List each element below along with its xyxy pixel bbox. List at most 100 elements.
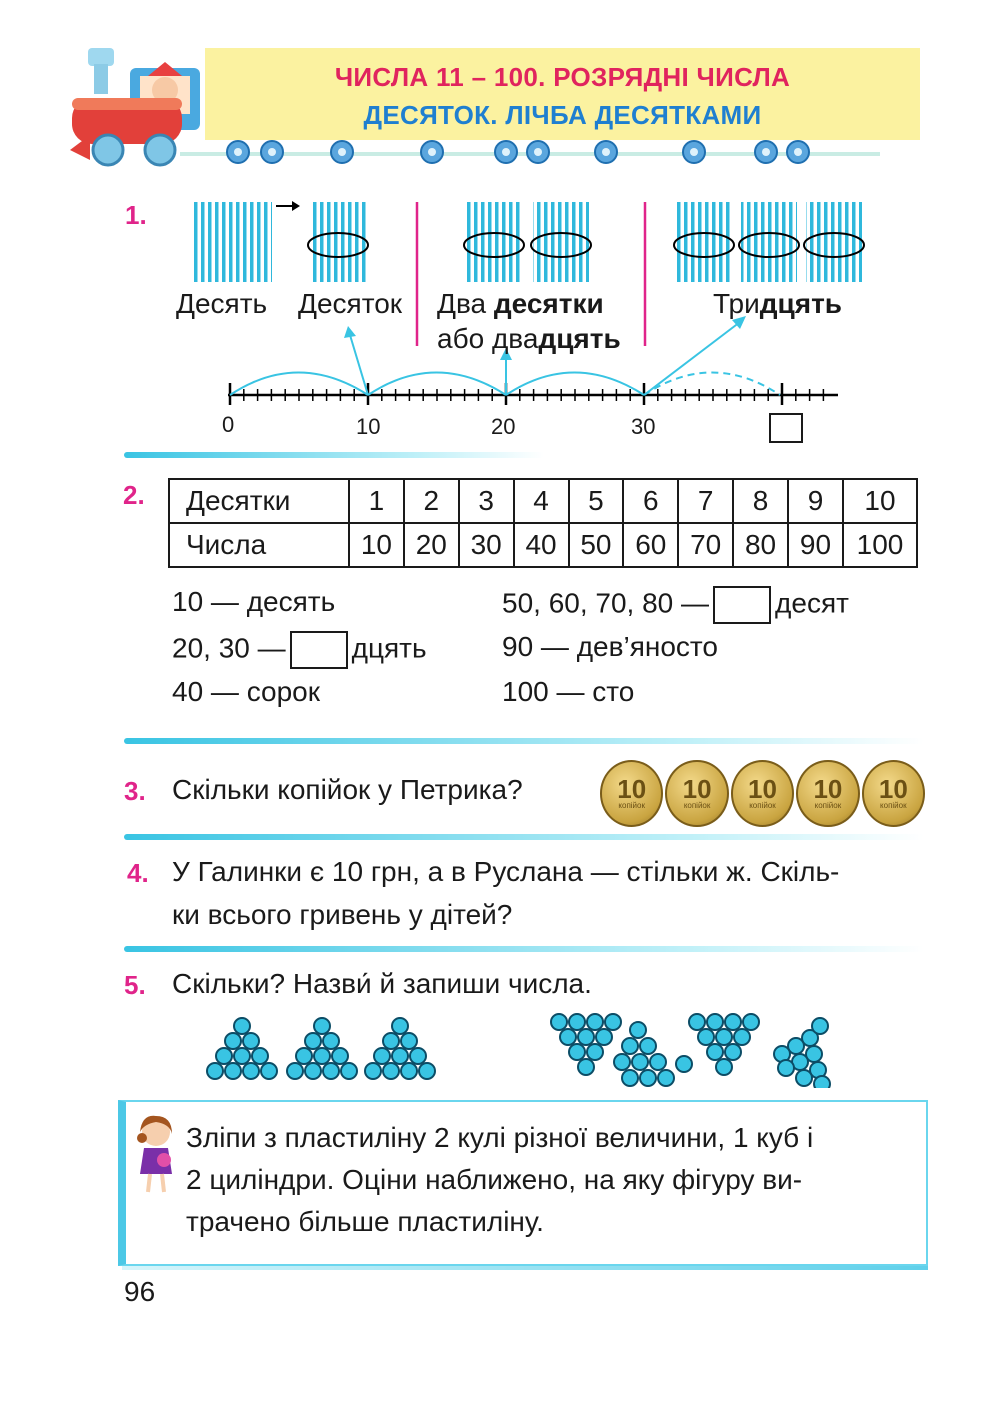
dot: [418, 1062, 436, 1080]
page-subtitle: ДЕСЯТОК. ЛІЧБА ДЕСЯТКАМИ: [363, 100, 762, 130]
dot: [629, 1021, 647, 1039]
coin-value: 10: [878, 774, 908, 804]
dot: [224, 1062, 242, 1080]
dot: [604, 1013, 622, 1031]
table-cell: 60: [622, 522, 680, 568]
table-row: Числа 10 20 30 40 50 60 70 80 90 100: [168, 522, 918, 568]
dot: [382, 1062, 400, 1080]
dot: [586, 1013, 604, 1031]
table-cell: 5: [567, 478, 625, 524]
divider: [124, 738, 924, 744]
line-fifty-eighty: 50, 60, 70, 80 —десят: [502, 586, 849, 624]
dot: [233, 1017, 251, 1035]
coin-10-kopiyok: 10 копійок: [665, 760, 729, 827]
exercise-4-line2: ки всього гривень у дітей?: [172, 899, 513, 930]
coin-10-kopiyok: 10 копійок: [600, 760, 664, 827]
page-title: ЧИСЛА 11 – 100. РОЗРЯДНІ ЧИСЛА: [334, 62, 791, 92]
table-cell: 80: [732, 522, 789, 568]
coin-value: 10: [682, 774, 712, 804]
dot: [568, 1013, 586, 1031]
divider: [124, 452, 544, 458]
table-cell: 50: [567, 522, 625, 568]
dot: [688, 1013, 706, 1031]
label-three-a: Три: [713, 288, 760, 319]
table-cell: 40: [512, 522, 570, 568]
dot: [621, 1037, 639, 1055]
dot: [795, 1069, 813, 1087]
table-cell: 30: [457, 522, 515, 568]
coin-10-kopiyok: 10 копійок: [861, 760, 926, 827]
task-box: [118, 1100, 928, 1266]
tens-table: Десятки 1 2 3 4 5 6 7 8 9 10 Числа 10 20…: [168, 478, 918, 568]
task-line1: Зліпи з пластиліну 2 кулі різної величин…: [186, 1122, 814, 1153]
dot: [724, 1013, 742, 1031]
exercise-4-number: 4.: [127, 858, 149, 888]
dot: [233, 1047, 251, 1065]
dot: [813, 1075, 831, 1088]
dot: [400, 1062, 418, 1080]
dot: [706, 1013, 724, 1031]
line-ninety: 90 — дев’яносто: [502, 631, 718, 662]
dot: [649, 1053, 667, 1071]
dot: [639, 1037, 657, 1055]
dot: [373, 1047, 391, 1065]
label-three-b: дцять: [759, 288, 842, 319]
line-twenty-thirty: 20, 30 —дцять: [172, 631, 427, 669]
exercise-5-number: 5.: [124, 970, 146, 1000]
dot: [409, 1047, 427, 1065]
label-two-c: або два: [437, 323, 539, 354]
coin-unit: копійок: [880, 801, 907, 810]
coin-unit: копійок: [814, 801, 842, 810]
dot: [322, 1032, 340, 1050]
label-two-b: десятки: [493, 288, 604, 319]
answer-box-number-line[interactable]: [769, 413, 803, 443]
dot: [340, 1062, 358, 1080]
dot: [224, 1032, 242, 1050]
dot: [550, 1013, 568, 1031]
line-forty: 40 — сорок: [172, 676, 320, 707]
dot: [242, 1032, 260, 1050]
dot: [364, 1062, 382, 1080]
divider: [124, 946, 924, 952]
table-cell: 10: [348, 522, 405, 568]
dot: [577, 1028, 595, 1046]
dot: [331, 1047, 349, 1065]
exercise-5-text: Скільки? Назви́ й запиши числа.: [172, 968, 592, 999]
dot: [313, 1047, 331, 1065]
tick-10: 10: [356, 414, 381, 439]
train-illustration: [70, 48, 880, 167]
dot: [568, 1043, 586, 1061]
tick-20: 20: [491, 414, 516, 439]
line-twenty-a: 20, 30 —: [172, 632, 286, 664]
row-header-tens: Десятки: [168, 478, 350, 524]
dot: [382, 1032, 400, 1050]
dot: [260, 1062, 278, 1080]
dot: [322, 1062, 340, 1080]
dot: [304, 1032, 322, 1050]
label-thirty: Тридцять: [713, 288, 842, 320]
coin-unit: копійок: [683, 801, 711, 810]
table-cell: 9: [787, 478, 844, 524]
table-cell: 90: [787, 522, 844, 568]
dot: [391, 1017, 409, 1035]
coin-unit: копійок: [618, 801, 645, 810]
label-twenty: або двадцять: [437, 323, 621, 355]
dot: [595, 1028, 613, 1046]
exercise-4-line1: У Галинки є 10 грн, а в Руслана — стільк…: [172, 856, 840, 887]
dot: [251, 1047, 269, 1065]
dot: [586, 1043, 604, 1061]
line-hundred: 100 — сто: [502, 676, 635, 707]
table-cell: 1: [348, 478, 405, 524]
table-cell: 70: [677, 522, 735, 568]
label-two-a: Два: [437, 288, 494, 319]
answer-box[interactable]: [289, 631, 348, 669]
dot: [706, 1043, 724, 1061]
dot: [613, 1053, 631, 1071]
dots-figure: [206, 1013, 831, 1088]
answer-box[interactable]: [713, 586, 772, 624]
coin-value: 10: [813, 774, 843, 804]
coin-10-kopiyok: 10 копійок: [730, 760, 795, 827]
coin-10-kopiyok: 10 копійок: [796, 760, 860, 827]
exercise-2-number: 2.: [123, 480, 145, 510]
dot: [215, 1047, 233, 1065]
